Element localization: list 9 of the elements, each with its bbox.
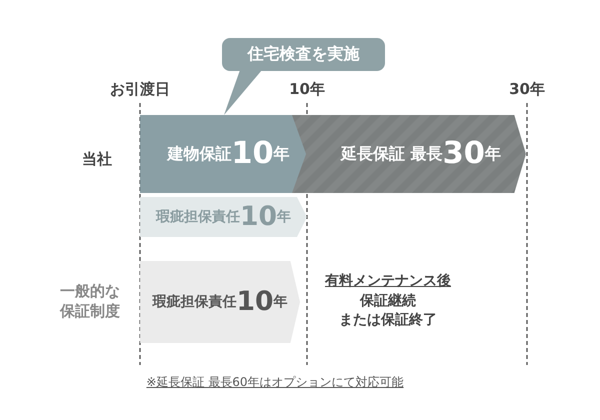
note-text: 保証継続 — [360, 292, 416, 310]
timeline-label: 30年 — [509, 80, 545, 99]
footnote: ※延長保証 最長60年はオプションにて対応可能 — [146, 374, 404, 391]
row-label: 一般的な保証制度 — [58, 282, 121, 321]
note-text: または保証終了 — [339, 311, 437, 329]
note-heading: 有料メンテナンス後 — [325, 272, 451, 290]
timeline-label: お引渡日 — [110, 80, 170, 99]
row-label: 当社 — [82, 150, 112, 169]
timeline-label: 10年 — [289, 80, 325, 99]
